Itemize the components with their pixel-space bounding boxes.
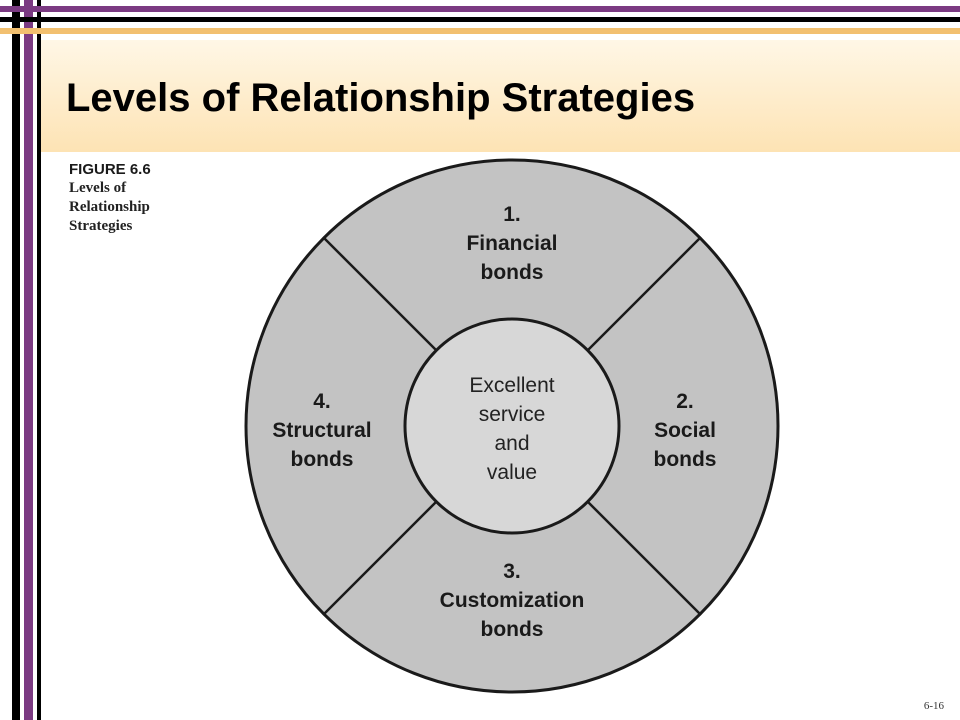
slide-title: Levels of Relationship Strategies <box>66 76 696 120</box>
divider-bottom-right <box>587 501 702 616</box>
title-band <box>41 40 960 152</box>
center-label-line-2: service <box>479 403 546 426</box>
segment-left-number: 4. <box>313 390 331 413</box>
figure-caption-line-3: Strategies <box>69 218 133 234</box>
segment-right-label-1: Social <box>654 419 716 442</box>
center-circle <box>403 317 621 535</box>
center-label-line-4: value <box>487 461 537 484</box>
segment-right-number: 2. <box>676 390 694 413</box>
segment-right-label-2: bonds <box>654 448 717 471</box>
segment-top-number: 1. <box>503 203 521 226</box>
frame-bar-black-left <box>12 0 20 720</box>
figure-caption-line-1: Levels of <box>69 180 127 196</box>
frame-bar-gold-top <box>0 28 960 34</box>
segment-bottom-label-1: Customization <box>440 589 585 612</box>
frame-bar-purple-left <box>24 0 33 720</box>
segment-bottom-label-2: bonds <box>481 618 544 641</box>
segment-top-label-1: Financial <box>466 232 557 255</box>
figure-caption: FIGURE 6.6 Levels of Relationship Strate… <box>69 160 219 236</box>
segment-bottom-number: 3. <box>503 560 521 583</box>
frame-bar-black-top <box>0 17 960 22</box>
segment-left-label-1: Structural <box>272 419 371 442</box>
segment-left-label-2: bonds <box>291 448 354 471</box>
center-label-line-3: and <box>494 432 529 455</box>
divider-top-right <box>587 236 702 351</box>
segment-top-label-2: bonds <box>481 261 544 284</box>
divider-top-left <box>322 236 437 351</box>
frame-bar-purple-top <box>0 6 960 12</box>
divider-bottom-left <box>322 501 437 616</box>
center-label-line-1: Excellent <box>469 374 554 397</box>
frame-bar-black-left-inner <box>37 0 41 720</box>
figure-caption-line-2: Relationship <box>69 199 150 215</box>
figure-number: FIGURE 6.6 <box>69 161 151 178</box>
slide-number: 6-16 <box>923 700 944 712</box>
